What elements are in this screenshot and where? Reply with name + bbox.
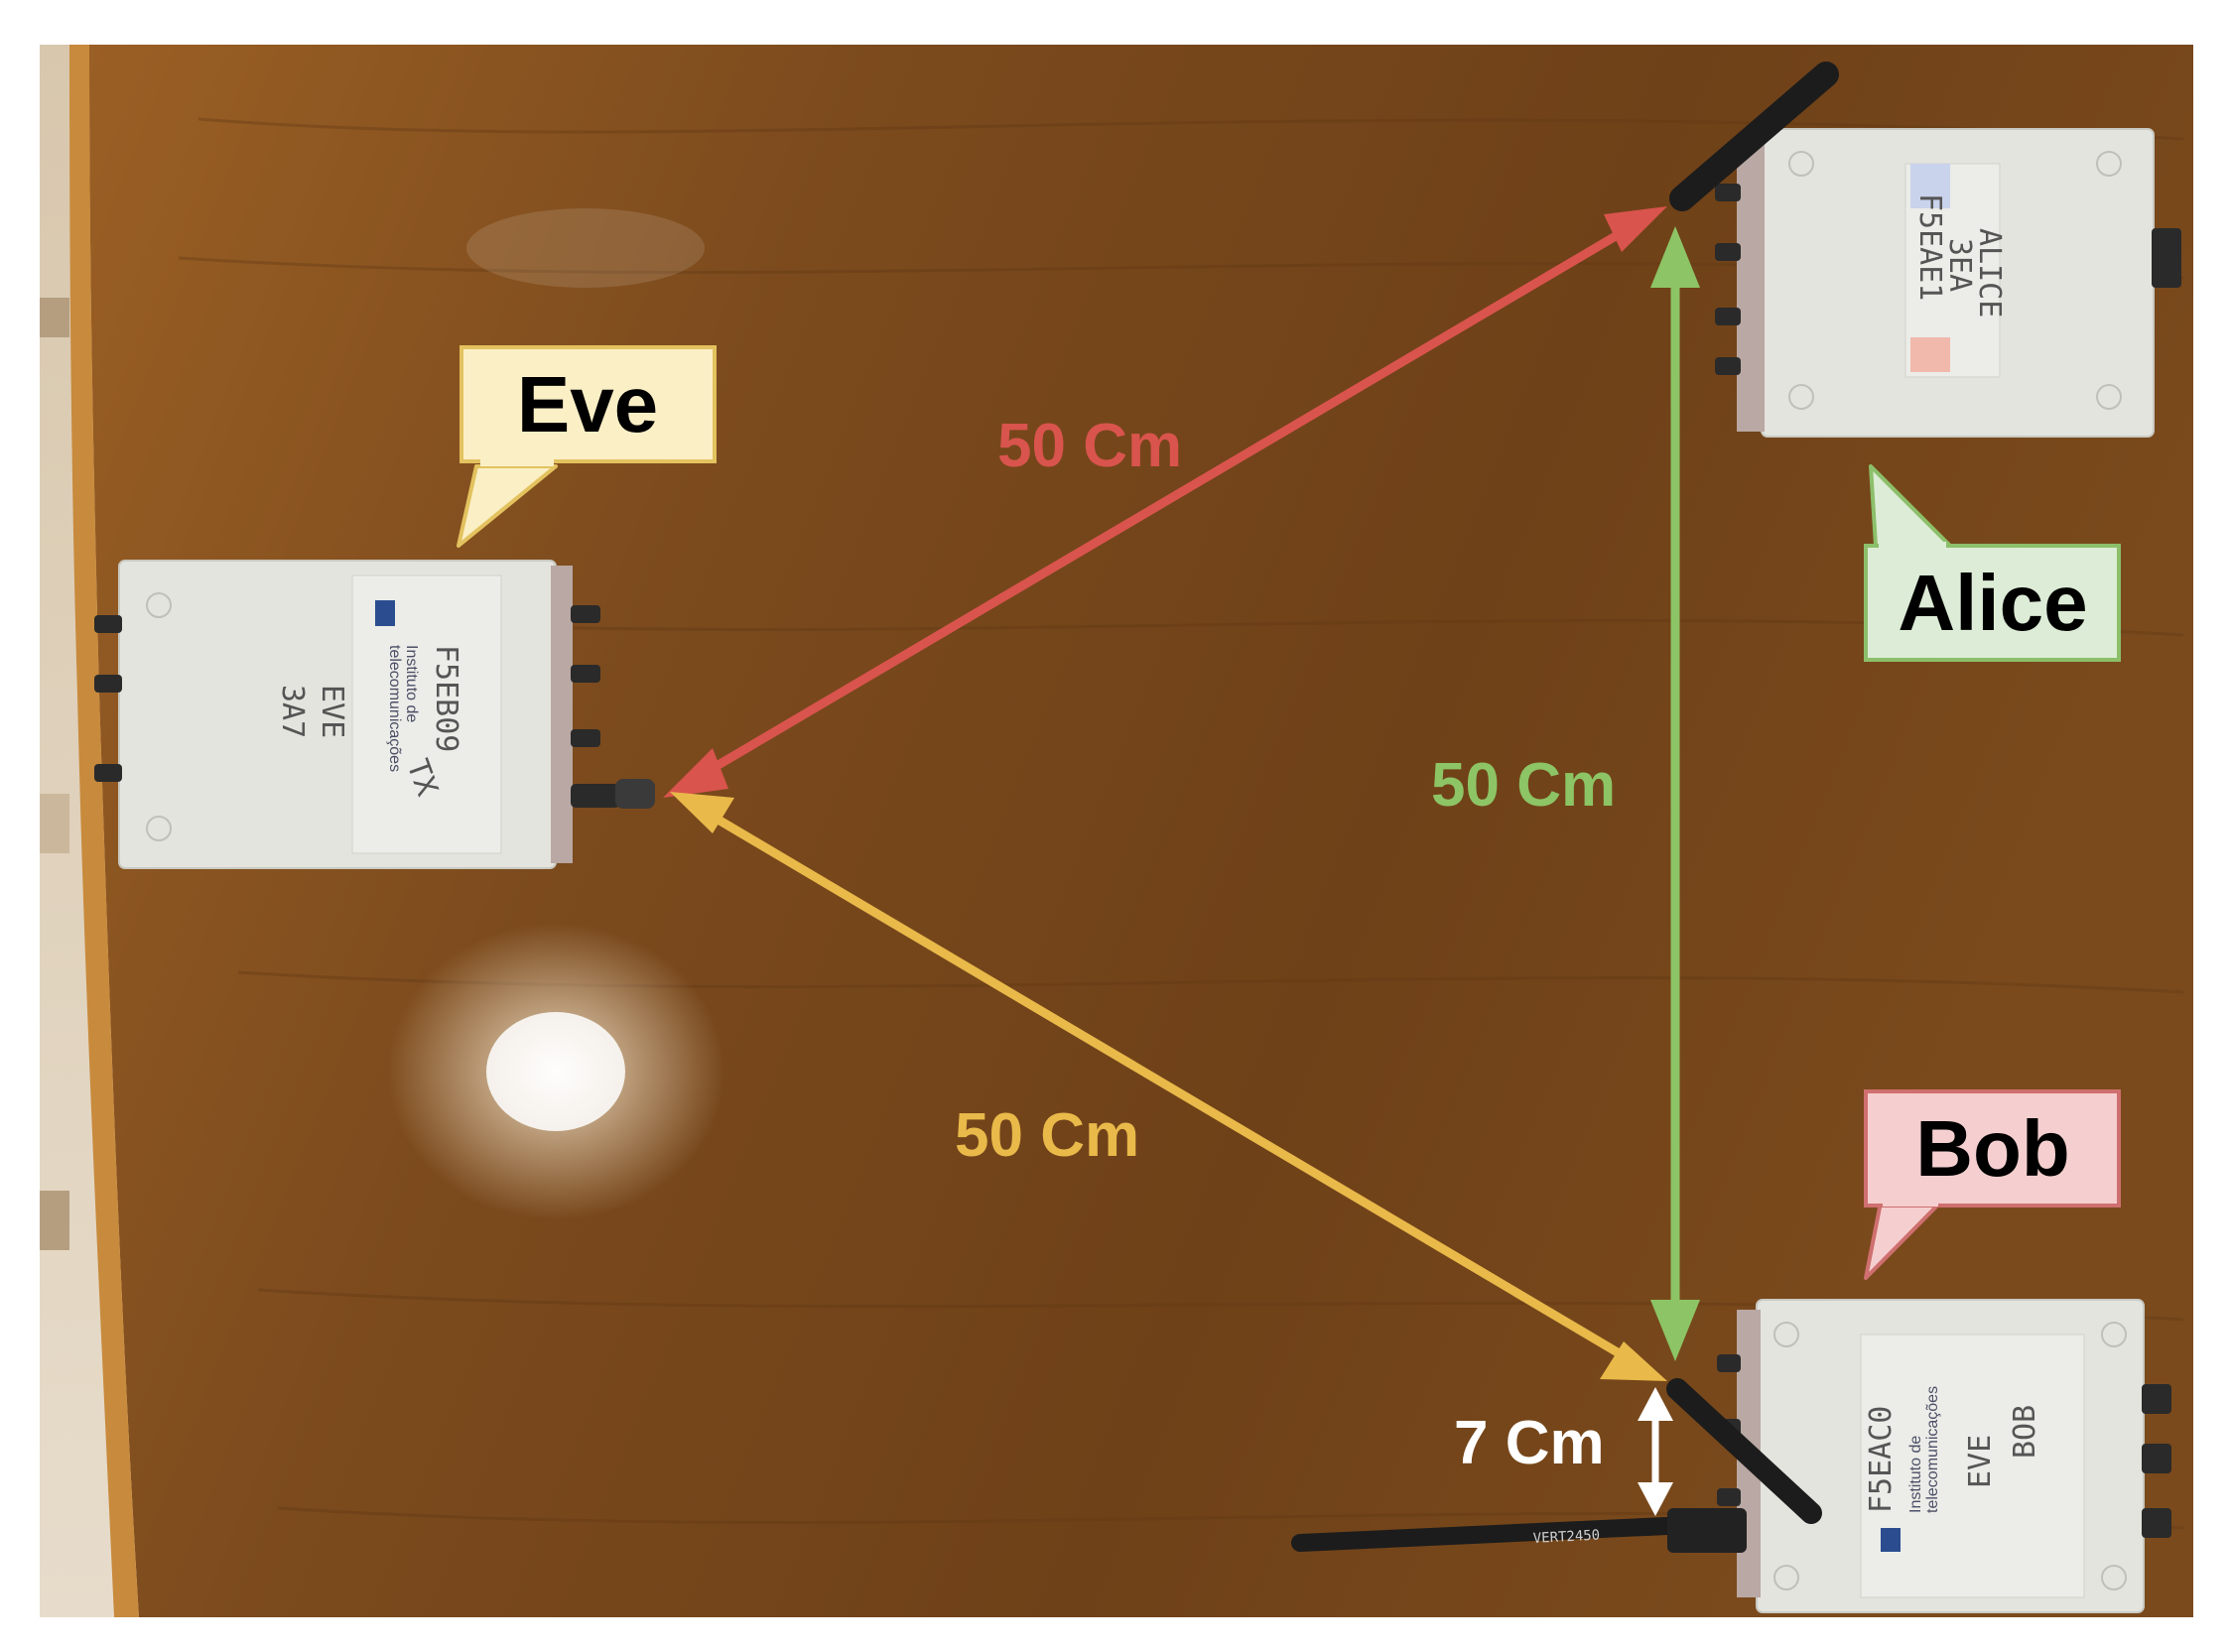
eve-logo-icon (375, 600, 395, 626)
eve-note-a: 3A7 (275, 685, 310, 738)
alice-antenna (1669, 62, 1839, 211)
alice-note-b: ALICE (1972, 228, 2007, 318)
alice-callout: Alice (1864, 464, 2121, 662)
eve-note-b: EVE (315, 685, 349, 738)
alice-device: F5EAE1 3EA ALICE (1669, 62, 2181, 438)
distance-label-bob-antennas: 7 Cm (1454, 1409, 1605, 1477)
arrowhead-bob-antennas-start (1638, 1387, 1673, 1421)
bob-note-a: BOB (2008, 1405, 2042, 1459)
bob-note-b: EVE (1963, 1435, 1998, 1488)
bob-antenna-text: VERT2450 (1532, 1527, 1600, 1547)
arrowhead-eve-bob-end (1600, 1341, 1667, 1381)
distance-label-eve-alice: 50 Cm (997, 412, 1182, 480)
arrowhead-eve-bob-start (670, 792, 734, 833)
arrowhead-alice-bob-start (1650, 226, 1700, 288)
bob-device: VERT2450 F5EAC0 Instituto de telecomunic… (1291, 1299, 2171, 1613)
alice-callout-label: Alice (1898, 559, 2087, 647)
bob-brand-line-2: telecomunicações (1924, 1386, 1941, 1513)
eve-callout: Eve (457, 345, 717, 548)
arrowhead-eve-alice-start (663, 748, 728, 798)
arrowhead-bob-antennas-end (1638, 1482, 1673, 1516)
distance-arrows (663, 206, 1700, 1516)
eve-brand-line-1: Instituto de (403, 645, 420, 722)
distance-label-eve-bob: 50 Cm (955, 1101, 1139, 1170)
bob-antenna-upper (1666, 1378, 1822, 1524)
bob-antenna-lower (1291, 1514, 1741, 1552)
bob-device-tag: F5EAC0 (1864, 1406, 1899, 1513)
alice-device-tag: F5EAE1 (1912, 193, 1947, 301)
eve-device: F5EB09 Instituto de telecomunicações 3A7… (94, 560, 655, 869)
bob-callout: Bob (1864, 1089, 2121, 1280)
alice-note-a: 3EA (1942, 238, 1977, 292)
arrowhead-alice-bob-end (1650, 1300, 1700, 1361)
bob-brand-line-1: Instituto de (1907, 1436, 1924, 1513)
bob-logo-icon (1881, 1528, 1901, 1552)
distance-label-alice-bob: 50 Cm (1431, 751, 1616, 820)
eve-brand-line-2: telecomunicações (386, 645, 403, 772)
arrow-eve-alice (692, 219, 1640, 783)
arrowhead-eve-alice-end (1604, 206, 1667, 252)
arrow-eve-bob (697, 805, 1640, 1368)
eve-device-tag: F5EB09 (429, 645, 463, 752)
eve-callout-label: Eve (517, 360, 658, 448)
bob-callout-label: Bob (1915, 1104, 2070, 1193)
